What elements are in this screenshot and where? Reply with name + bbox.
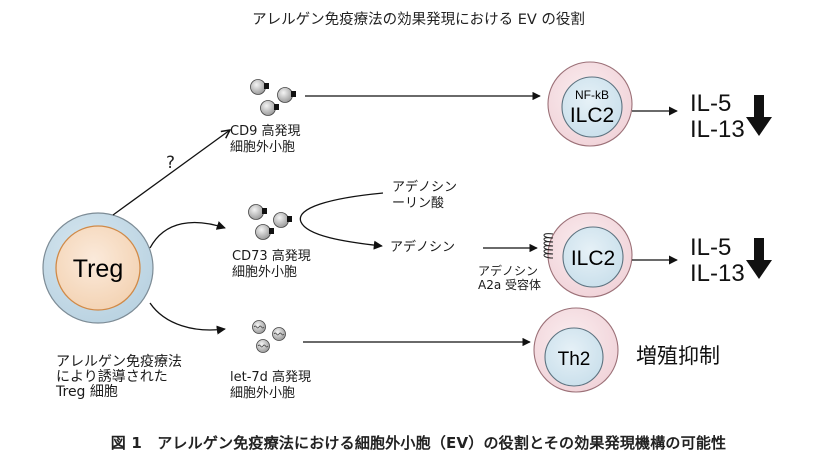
- arrow-amp-to-adenosine: [299, 192, 384, 250]
- down-arrow-icon: [746, 95, 772, 136]
- cytokine-il13: IL-13: [690, 116, 745, 143]
- ev-particle: [277, 87, 296, 103]
- proliferation-suppression-label: 増殖抑制: [636, 344, 720, 368]
- cd9-tag-icon: [264, 83, 269, 89]
- cd9-ev-label-line: 細胞外小胞: [230, 140, 296, 155]
- cytokine-il5: IL-5: [690, 90, 732, 117]
- amp-label: アデノシン ーリン酸: [392, 180, 457, 212]
- amp-label-line: アデノシン: [392, 180, 458, 195]
- treg-description-line: Treg 細胞: [56, 384, 118, 400]
- cytokines-top: IL-5 IL-13: [690, 91, 745, 143]
- ilc2-label: ILC2: [571, 247, 615, 270]
- let7d-ev-label: let-7d 高発現 細胞外小胞: [230, 370, 311, 402]
- th2-cell: Th2: [533, 307, 619, 393]
- th2-nucleus: [544, 327, 604, 387]
- question-mark: ?: [166, 153, 175, 173]
- ev-particle: [255, 224, 274, 240]
- cd73-ev-label-line: CD73 高発現: [232, 249, 311, 264]
- cd9-ev-cluster: [250, 79, 296, 116]
- rna-icon: [273, 332, 285, 336]
- ev-particle: [273, 212, 292, 228]
- cd9-ev-label: CD9 高発現 細胞外小胞: [230, 124, 301, 156]
- ev-particle: [252, 320, 266, 334]
- ev-particle: [248, 204, 267, 220]
- arrow-treg-to-let7d: [149, 302, 226, 335]
- treg-description: アレルゲン免疫療法 により誘導された Treg 細胞: [56, 355, 182, 400]
- figure-title: アレルゲン免疫療法の効果発現における EV の役割: [252, 12, 585, 28]
- rna-icon: [257, 344, 269, 348]
- treg-description-line: アレルゲン免疫療法: [56, 354, 182, 370]
- arrow-treg-to-cd9: [112, 130, 230, 216]
- nfkb-label: NF-kB: [575, 88, 609, 102]
- cytokine-il5: IL-5: [690, 234, 732, 261]
- arrow-treg-to-cd73: [149, 221, 226, 249]
- a2a-receptor-label: アデノシン A2a 受容体: [478, 264, 541, 292]
- let7d-ev-label-line: 細胞外小胞: [230, 386, 296, 401]
- ev-particle: [256, 339, 270, 353]
- ilc2-label: ILC2: [570, 104, 614, 127]
- ev-particle: [260, 100, 279, 116]
- cd73-ev-cluster: [248, 204, 292, 240]
- a2a-receptor-label-line: アデノシン: [478, 264, 539, 278]
- a2a-receptor-label-line: A2a 受容体: [478, 278, 542, 292]
- cd9-tag-icon: [274, 104, 279, 110]
- let7d-ev-cluster: [252, 320, 286, 353]
- treg-cell: Treg: [42, 212, 154, 324]
- ev-particle: [250, 79, 269, 95]
- th2-label: Th2: [558, 349, 591, 370]
- ilc2-cell-nfkb: NF-kB ILC2: [547, 61, 633, 147]
- ilc2-cell-a2a: ILC2: [547, 212, 633, 298]
- cd9-tag-icon: [291, 91, 296, 97]
- cd73-tag-icon: [262, 208, 267, 214]
- rna-icon: [253, 325, 265, 329]
- cd73-ev-label-line: 細胞外小胞: [232, 265, 298, 280]
- cd73-tag-icon: [287, 216, 292, 222]
- cytokines-middle: IL-5 IL-13: [690, 235, 745, 287]
- treg-description-line: により誘導された: [56, 369, 168, 385]
- amp-label-line: ーリン酸: [392, 196, 445, 211]
- cd73-ev-label: CD73 高発現 細胞外小胞: [232, 249, 311, 281]
- figure-caption: 図 1 アレルゲン免疫療法における細胞外小胞（EV）の役割とその効果発現機構の可…: [110, 434, 727, 452]
- adenosine-label: アデノシン: [390, 240, 456, 255]
- cd9-ev-label-line: CD9 高発現: [230, 124, 301, 139]
- ev-particle: [272, 327, 286, 341]
- treg-label: Treg: [73, 255, 123, 283]
- ilc2-nucleus: [562, 226, 624, 288]
- ilc2-nucleus: [561, 76, 623, 138]
- cd73-tag-icon: [269, 228, 274, 234]
- cytokine-il13: IL-13: [690, 260, 745, 287]
- treg-nucleus: [55, 225, 141, 311]
- down-arrow-icon: [746, 238, 772, 279]
- a2a-receptor-icon: [543, 233, 554, 259]
- let7d-ev-label-line: let-7d 高発現: [230, 370, 312, 385]
